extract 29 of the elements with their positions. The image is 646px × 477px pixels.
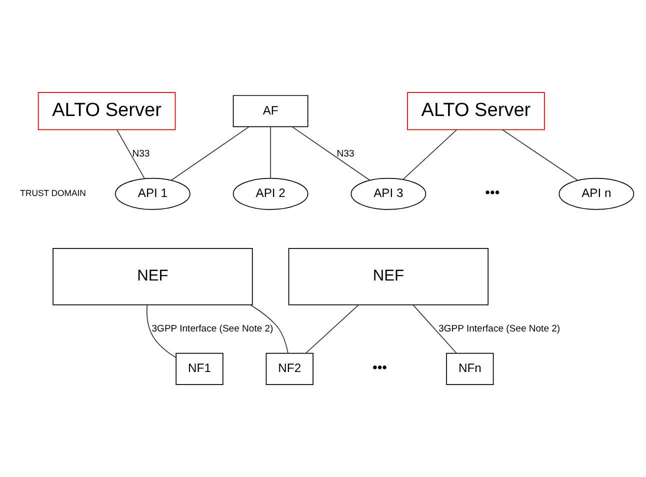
- edge-label: 3GPP Interface (See Note 2): [438, 323, 560, 334]
- node-box: ALTO Server: [407, 92, 545, 130]
- node-box: NFn: [446, 352, 494, 385]
- node-box: NEF: [52, 248, 253, 306]
- connector: [250, 304, 288, 354]
- node-box: NEF: [288, 248, 489, 306]
- connector: [502, 129, 578, 181]
- label: •••: [372, 359, 388, 376]
- label: TRUST DOMAIN: [20, 188, 86, 198]
- edge-label: 3GPP Interface (See Note 2): [152, 323, 274, 334]
- node-ellipse: API 1: [115, 178, 190, 210]
- node-box: NF1: [176, 352, 224, 385]
- connector: [306, 304, 359, 354]
- node-ellipse: API 3: [350, 178, 426, 210]
- label: •••: [485, 184, 500, 200]
- connector: [270, 126, 271, 179]
- connector: [402, 130, 457, 180]
- connector: [116, 130, 145, 179]
- connector: [171, 126, 250, 181]
- edge-label: N33: [336, 148, 354, 160]
- edge-label: N33: [132, 148, 150, 160]
- node-box: AF: [232, 95, 308, 128]
- connector: [146, 304, 176, 358]
- node-ellipse: API n: [558, 178, 634, 210]
- connector: [292, 126, 370, 181]
- node-box: NF2: [266, 352, 314, 385]
- connector: [412, 304, 457, 354]
- node-box: ALTO Server: [38, 92, 176, 130]
- node-ellipse: API 2: [232, 178, 308, 210]
